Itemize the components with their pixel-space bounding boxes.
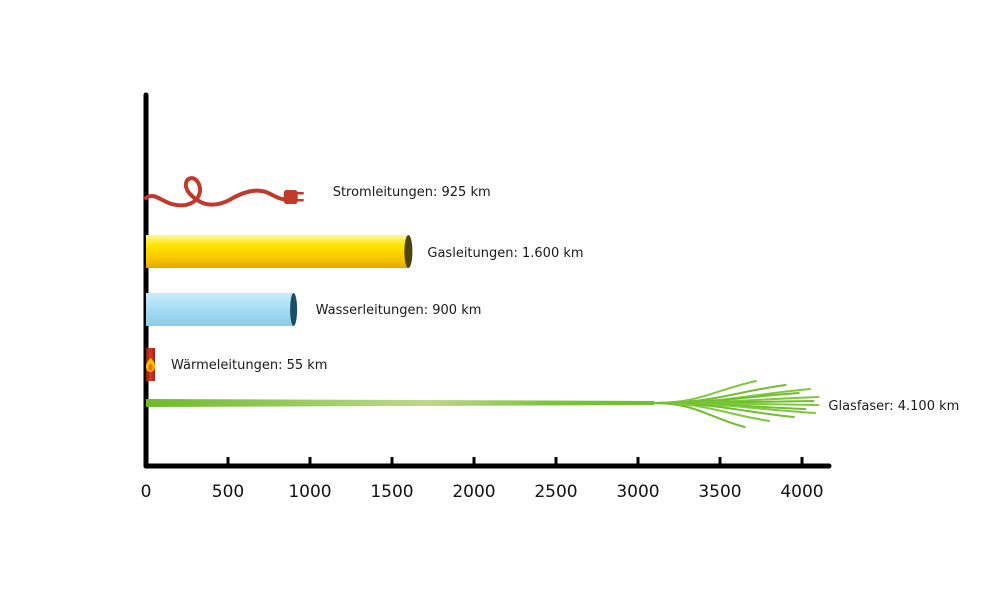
bar-stromleitungen xyxy=(144,176,290,208)
gas-pipe-end xyxy=(404,235,413,268)
x-tick-label: 500 xyxy=(212,482,244,502)
fiber-strands xyxy=(653,380,820,428)
x-tick-label: 4000 xyxy=(780,482,823,502)
bar-wasserleitungen xyxy=(146,293,294,326)
water-pipe-end xyxy=(290,293,298,326)
bar-gasleitungen xyxy=(146,235,409,268)
flame-icon xyxy=(146,358,156,372)
x-tick-label: 1000 xyxy=(288,482,331,502)
label-glasfaser: Glasfaser: 4.100 km xyxy=(828,399,959,414)
x-tick-label: 3500 xyxy=(698,482,741,502)
plug-icon xyxy=(283,190,304,204)
x-tick-label: 2000 xyxy=(452,482,495,502)
x-tick-label: 1500 xyxy=(370,482,413,502)
x-tick-label: 0 xyxy=(141,482,152,502)
x-tick-label: 2500 xyxy=(534,482,577,502)
label-stromleitungen: Stromleitungen: 925 km xyxy=(333,185,491,200)
label-waermeleitungen: Wärmeleitungen: 55 km xyxy=(171,358,327,373)
bar-glasfaser xyxy=(146,399,655,407)
label-wasserleitungen: Wasserleitungen: 900 km xyxy=(316,303,482,318)
x-tick-label: 3000 xyxy=(616,482,659,502)
label-gasleitungen: Gasleitungen: 1.600 km xyxy=(427,246,583,261)
